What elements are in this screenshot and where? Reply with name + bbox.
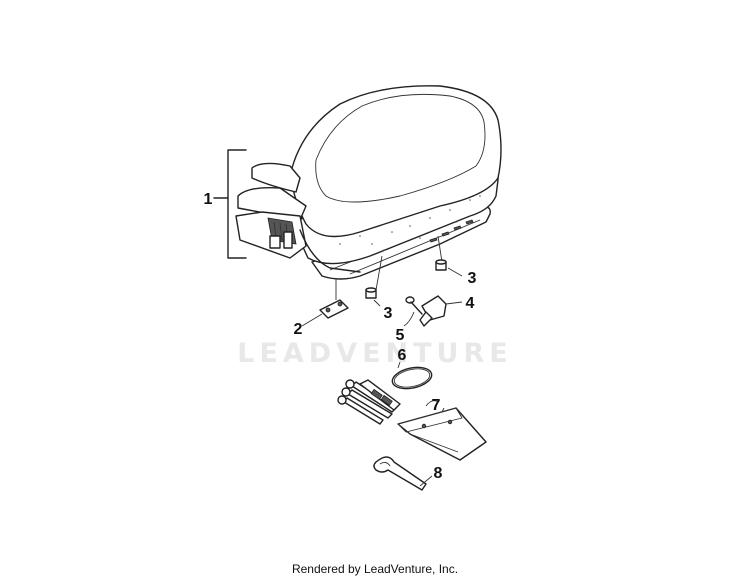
o-ring[interactable] bbox=[390, 361, 433, 392]
callout-8[interactable]: 8 bbox=[434, 465, 443, 482]
latch-mechanism bbox=[267, 217, 297, 249]
bracket-plate[interactable] bbox=[301, 299, 349, 327]
watermark: LEADVENTURE bbox=[237, 338, 512, 369]
callout-6[interactable]: 6 bbox=[398, 347, 407, 364]
spanner-wrench[interactable] bbox=[373, 456, 433, 491]
callout-5[interactable]: 5 bbox=[396, 327, 405, 344]
tool-bag[interactable] bbox=[397, 400, 487, 461]
callout-1[interactable]: 1 bbox=[204, 191, 213, 208]
tool-set[interactable] bbox=[337, 379, 401, 425]
callout-4[interactable]: 4 bbox=[466, 295, 475, 312]
footer-credit: Rendered by LeadVenture, Inc. bbox=[291, 562, 459, 576]
callout-7[interactable]: 7 bbox=[432, 397, 441, 414]
callout-3-rear[interactable]: 3 bbox=[468, 270, 477, 287]
leader-stud-2 bbox=[437, 235, 443, 263]
callout-2[interactable]: 2 bbox=[294, 321, 303, 338]
callout-1-bracket bbox=[213, 149, 247, 259]
seat-assembly[interactable] bbox=[235, 85, 502, 280]
latch-bracket[interactable] bbox=[419, 295, 463, 327]
callout-3-front[interactable]: 3 bbox=[384, 305, 393, 322]
grommet-rear[interactable] bbox=[435, 259, 463, 277]
grommet-front[interactable] bbox=[365, 287, 381, 307]
watermark-text: LEADVENTURE bbox=[237, 338, 512, 369]
foam-texture bbox=[339, 195, 481, 251]
screw[interactable] bbox=[403, 296, 423, 327]
leader-stud-1 bbox=[375, 255, 383, 291]
rear-slots bbox=[429, 219, 474, 243]
